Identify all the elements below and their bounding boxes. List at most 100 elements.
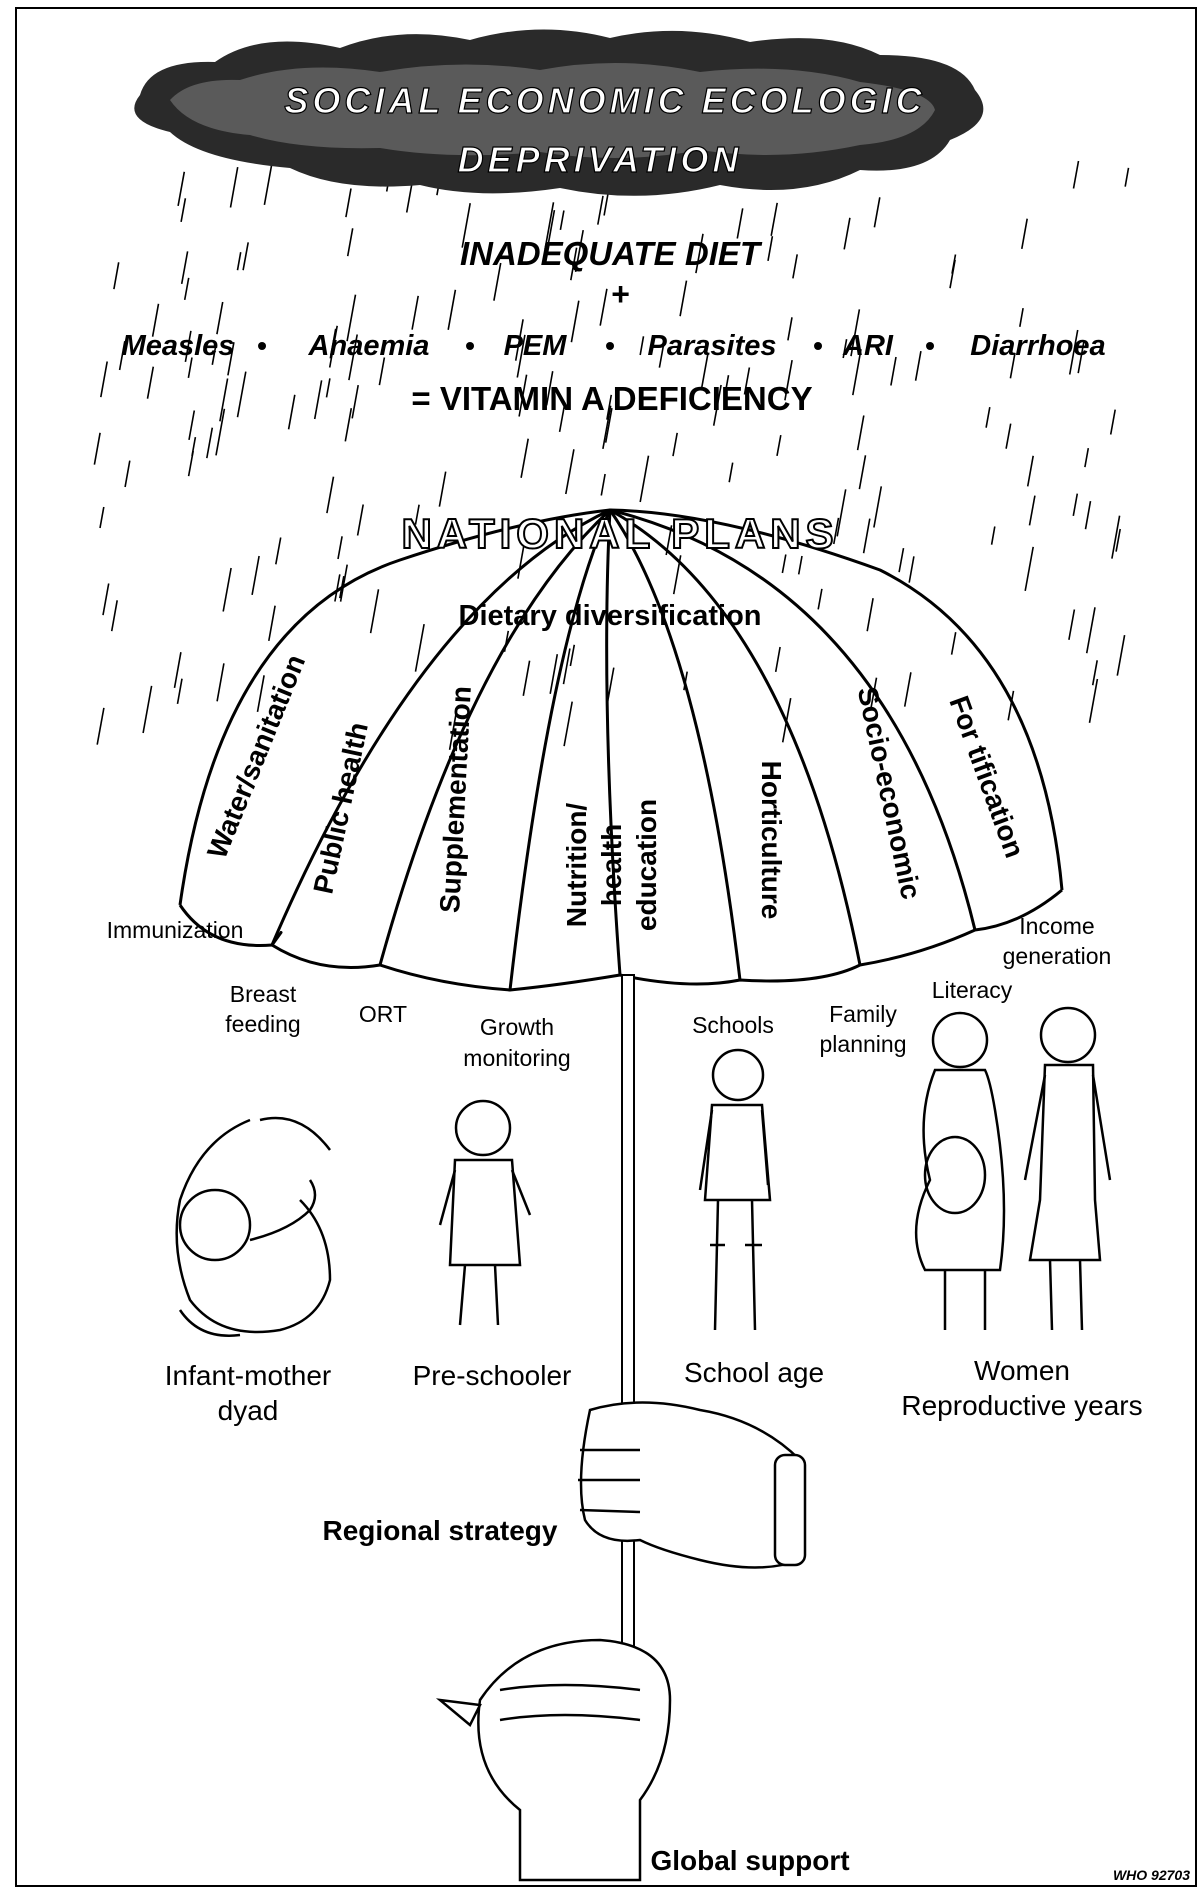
rain-streak — [101, 362, 107, 398]
label-schools: Schools — [692, 1012, 774, 1038]
rain-streak — [1025, 547, 1033, 591]
condition-separator: • — [925, 330, 935, 361]
rain-streak — [352, 385, 358, 418]
group-women-2: Reproductive years — [901, 1390, 1142, 1421]
panel-supplementation: Supplementation — [434, 685, 477, 913]
rain-streak — [874, 197, 879, 227]
rain-streak — [777, 435, 781, 456]
condition-ari: ARI — [842, 330, 894, 362]
group-infant-mother-2: dyad — [218, 1395, 279, 1426]
rain-streak — [523, 661, 529, 696]
group-women-1: Women — [974, 1355, 1070, 1386]
rain-streak — [858, 416, 864, 451]
rain-streak — [874, 486, 881, 527]
rain-streak — [571, 301, 578, 343]
rain-streak — [264, 162, 272, 205]
panel-health: health — [596, 824, 627, 906]
rain-streak — [788, 317, 792, 340]
school-age-figure — [700, 1050, 770, 1330]
infant-mother-figure — [177, 1118, 330, 1336]
rain-streak — [864, 519, 870, 554]
rain-streak — [1006, 424, 1011, 449]
who-code: WHO 92703 — [1113, 1867, 1190, 1883]
label-income-generation-2: generation — [1003, 943, 1112, 969]
global-hand — [440, 1640, 670, 1880]
rain-streak — [238, 372, 246, 418]
rain-streak — [238, 252, 241, 270]
group-school-age: School age — [684, 1357, 824, 1388]
rain-streak — [776, 647, 780, 672]
group-pre-schooler: Pre-schooler — [413, 1360, 572, 1391]
rain-streak — [231, 167, 238, 207]
rain-streak — [640, 336, 643, 355]
rain-streak — [97, 708, 104, 745]
rain-streak — [1117, 635, 1124, 676]
rain-streak — [1111, 410, 1116, 435]
rain-streak — [338, 536, 342, 559]
global-support-label: Global support — [650, 1845, 849, 1876]
rain-streak — [175, 652, 181, 688]
rain-streak — [348, 228, 353, 256]
rain-streak — [673, 433, 677, 456]
label-breast-feeding-1: Breast — [230, 981, 297, 1007]
umbrella-canopy — [180, 510, 1062, 990]
rain-streak — [844, 218, 850, 250]
condition-measles: Measles — [122, 330, 235, 362]
rain-streak — [1086, 501, 1091, 529]
rain-streak — [448, 290, 455, 330]
umbrella-shaft — [622, 975, 634, 1695]
condition-separator: • — [465, 330, 475, 361]
rain-streak — [793, 254, 797, 278]
rain-streak — [916, 351, 921, 381]
rain-streak — [315, 380, 322, 419]
condition-anaemia: Anaemia — [308, 330, 430, 362]
rain-streak — [100, 507, 104, 528]
rain-streak — [192, 437, 195, 456]
woman-figure — [1025, 1008, 1110, 1330]
rain-streak — [867, 598, 873, 631]
label-income-generation-1: Income — [1019, 913, 1094, 939]
panel-education: education — [631, 799, 662, 931]
rain-streak — [986, 407, 990, 428]
label-family-planning-2: planning — [820, 1031, 907, 1057]
group-infant-mother-1: Infant-mother — [165, 1360, 332, 1391]
rain-streak — [859, 455, 865, 489]
rain-streak — [782, 555, 785, 574]
rain-streak — [950, 260, 955, 288]
rain-streak — [1022, 219, 1027, 249]
panel-socio-economic: Socio-economic — [852, 684, 927, 902]
rain-streak — [1030, 496, 1035, 526]
rain-streak — [125, 461, 130, 487]
label-immunization: Immunization — [107, 917, 244, 943]
label-ort: ORT — [359, 1001, 407, 1027]
rain-streak — [768, 236, 772, 261]
rain-streak — [269, 606, 275, 641]
label-family-planning-1: Family — [829, 1001, 897, 1027]
rain-streak — [185, 278, 189, 300]
condition-separator: • — [605, 330, 615, 361]
rain-streak — [818, 589, 822, 610]
rain-streak — [223, 568, 231, 612]
rain-streak — [771, 203, 777, 236]
condition-separator: • — [813, 330, 823, 361]
rain-streak — [680, 281, 686, 317]
rain-streak — [181, 198, 185, 222]
rain-streak — [598, 196, 603, 225]
national-plans-title: NATIONAL PLANS — [401, 510, 838, 557]
label-growth-monitoring-1: Growth — [480, 1014, 554, 1040]
rain-streak — [416, 624, 425, 672]
regional-strategy-label: Regional strategy — [323, 1515, 558, 1546]
rain-streak — [600, 289, 607, 326]
rain-streak — [358, 505, 364, 536]
rain-streak — [276, 538, 281, 565]
rain-streak — [560, 211, 564, 230]
rain-streak — [217, 663, 224, 701]
regional-hand — [578, 1403, 805, 1568]
rain-streak — [148, 367, 154, 399]
label-breast-feeding-2: feeding — [225, 1011, 300, 1037]
rain-streak — [178, 679, 183, 704]
rain-streak — [189, 411, 194, 440]
panel-water-sanitation: Water/sanitation — [201, 650, 311, 863]
panel-nutrition: Nutrition/ — [561, 803, 592, 928]
